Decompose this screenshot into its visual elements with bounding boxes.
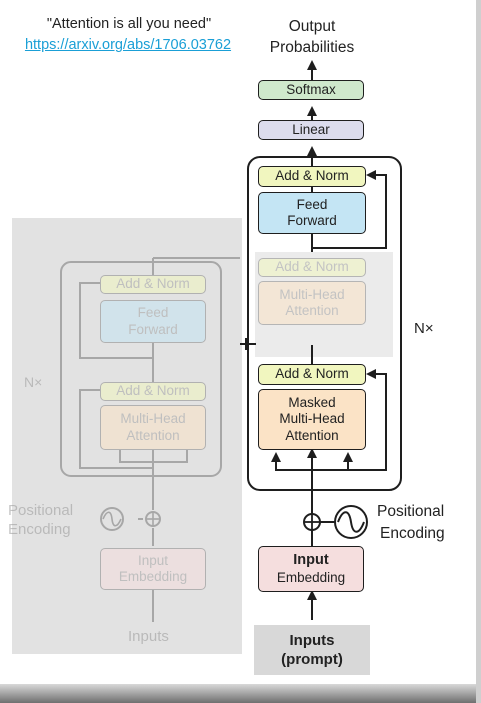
decoder-nx-label: N× <box>414 320 434 337</box>
encoder-nx-label: N× <box>24 374 43 390</box>
decoder-add-norm-top: Add & Norm <box>258 166 366 187</box>
inputs-prompt-box: Inputs (prompt) <box>254 625 370 675</box>
decoder-input-line2: Embedding <box>276 569 346 585</box>
masked-line2: Multi-Head <box>279 411 345 427</box>
paper-title-quote: "Attention is all you need" <box>46 16 212 32</box>
decoder-input-embedding: Input Embedding <box>258 546 364 592</box>
paper-link[interactable]: https://arxiv.org/abs/1706.03762 <box>24 37 232 53</box>
output-probabilities-line2: Probabilities <box>269 39 355 56</box>
encoder-feed-forward-line1: Feed <box>137 305 169 321</box>
output-probabilities-line1: Output <box>288 18 336 35</box>
decoder-positional-label-line2: Encoding <box>380 525 445 542</box>
inputs-prompt-line1: Inputs <box>289 631 335 649</box>
encoder-input-line1: Input <box>137 552 169 568</box>
encoder-feed-forward: Feed Forward <box>100 300 206 343</box>
decoder-multi-head-attention: Multi-Head Attention <box>258 281 366 325</box>
inputs-prompt-line2: (prompt) <box>281 651 343 668</box>
encoder-multi-head-line2: Attention <box>126 427 180 443</box>
encoder-input-embedding: Input Embedding <box>100 548 206 590</box>
decoder-add-norm-middle: Add & Norm <box>258 258 366 277</box>
slide-bottom-shadow <box>0 684 481 703</box>
slide-right-edge <box>476 0 481 703</box>
decoder-multi-head-line1: Multi-Head <box>279 286 345 302</box>
encoder-multi-head-attention: Multi-Head Attention <box>100 405 206 450</box>
encoder-positional-label-line1: Positional <box>8 502 74 519</box>
masked-multi-head-attention: Masked Multi-Head Attention <box>258 389 366 450</box>
decoder-positional-label-line1: Positional <box>377 503 445 520</box>
masked-line3: Attention <box>285 427 339 443</box>
encoder-positional-label-line2: Encoding <box>8 521 71 538</box>
decoder-input-line1: Input <box>293 552 329 569</box>
decoder-feed-forward: Feed Forward <box>258 192 366 234</box>
softmax-box: Softmax <box>258 80 364 100</box>
encoder-input-line2: Embedding <box>118 569 188 584</box>
masked-line1: Masked <box>288 395 336 411</box>
encoder-inputs-label: Inputs <box>128 628 169 645</box>
decoder-multi-head-line2: Attention <box>285 303 339 318</box>
decoder-add-norm-bottom: Add & Norm <box>258 364 366 385</box>
decoder-feed-forward-line1: Feed <box>296 196 328 212</box>
encoder-add-norm-top: Add & Norm <box>100 275 206 294</box>
decoder-feed-forward-line2: Forward <box>287 213 337 228</box>
linear-box: Linear <box>258 120 364 140</box>
encoder-multi-head-line1: Multi-Head <box>120 411 186 427</box>
encoder-feed-forward-line2: Forward <box>128 321 178 337</box>
encoder-add-norm-bottom: Add & Norm <box>100 382 206 401</box>
